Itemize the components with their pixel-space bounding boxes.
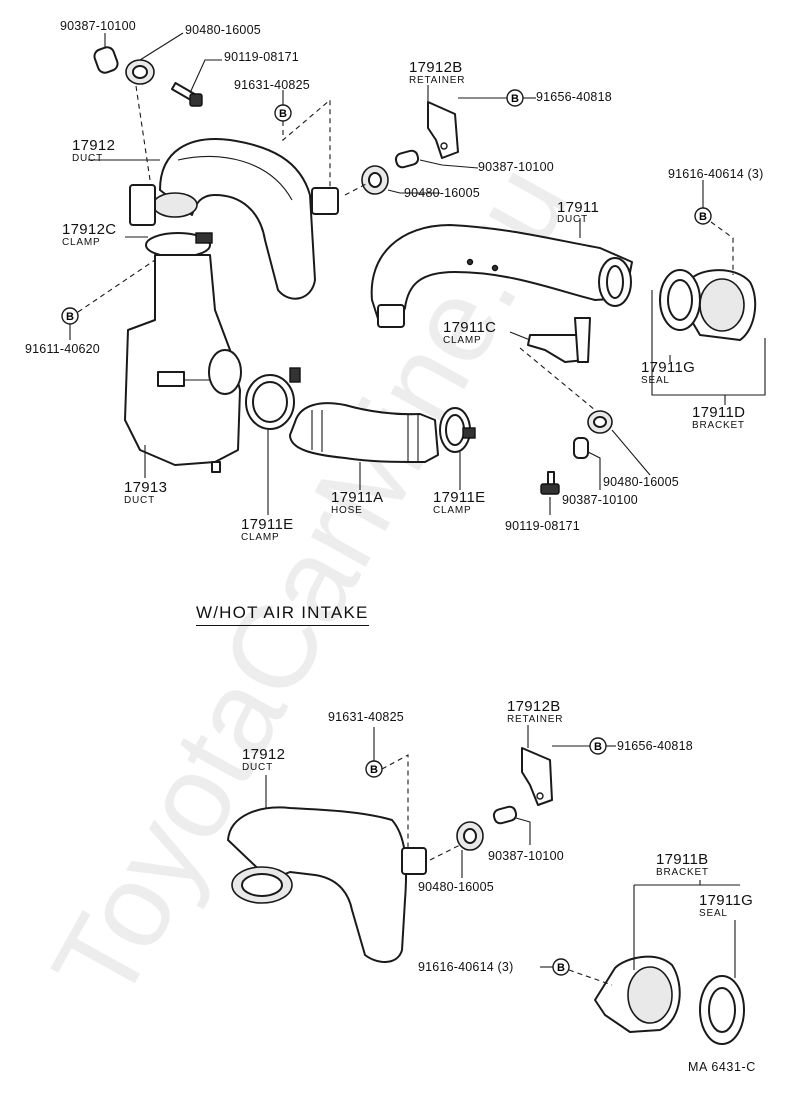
part-name-clamp-17911e-right: CLAMP: [433, 505, 472, 516]
bolt-symbol-91616: B: [694, 207, 712, 225]
bolt-symbol-91616-bottom: B: [552, 958, 570, 976]
grommet-90480-c: [587, 410, 613, 434]
part-number-17911-top: 17911: [557, 199, 600, 216]
part-name-bracket-17911b: BRACKET: [656, 867, 709, 878]
clamp-17911e-right: [439, 407, 476, 453]
part-number-91631-bottom: 91631-40825: [328, 710, 404, 724]
cylinder-90387-a: [93, 46, 119, 74]
part-number-17913: 17913: [124, 479, 168, 496]
section-title-hot-air-intake: W/HOT AIR INTAKE: [196, 603, 369, 626]
retainer-17912b: [427, 101, 459, 159]
part-name-duct-17912-bottom: DUCT: [242, 762, 273, 773]
part-number-90387-top-2: 90387-10100: [478, 160, 554, 174]
part-number-17911c: 17911C: [443, 319, 497, 336]
part-number-90480-bottom: 90480-16005: [418, 880, 494, 894]
part-number-90387-bottom: 90387-10100: [488, 849, 564, 863]
clamp-17911c: [527, 317, 591, 363]
part-number-17912c: 17912C: [62, 221, 117, 238]
duct-17912-bottom: [227, 806, 427, 963]
part-name-clamp-17911e-left: CLAMP: [241, 532, 280, 543]
duct-17913: [124, 254, 242, 473]
part-number-91611: 91611-40620: [25, 342, 100, 356]
part-number-91656-top: 91656-40818: [536, 90, 612, 104]
duct-17911: [370, 224, 633, 328]
part-number-91616-top: 91616-40614 (3): [668, 167, 764, 181]
grommet-90480-b: [361, 165, 389, 195]
bolt-letter: B: [66, 311, 74, 323]
bolt-letter: B: [557, 962, 565, 974]
duct-17912: [152, 138, 339, 300]
part-name-seal-top: SEAL: [641, 375, 670, 386]
retainer-17912b-bottom: [521, 747, 553, 806]
part-number-90480-top-3: 90480-16005: [603, 475, 679, 489]
bolt-letter: B: [511, 93, 519, 105]
part-number-90119-top-2: 90119-08171: [505, 519, 580, 533]
part-number-91631-top: 91631-40825: [234, 78, 310, 92]
part-name-hose-17911a: HOSE: [331, 505, 363, 516]
part-number-91656-bottom: 91656-40818: [617, 739, 693, 753]
part-name-retainer-top: RETAINER: [409, 75, 466, 86]
part-number-90387-top-1: 90387-10100: [60, 19, 136, 33]
part-name-duct-17912-top: DUCT: [72, 153, 103, 164]
part-number-90119-top-1: 90119-08171: [224, 50, 299, 64]
bracket-17911b: [594, 955, 681, 1033]
part-name-duct-17913: DUCT: [124, 495, 155, 506]
part-number-17911d: 17911D: [692, 404, 746, 421]
part-name-seal-bottom: SEAL: [699, 908, 728, 919]
clamp-17911e-left: [245, 367, 301, 430]
hose-17911a: [289, 402, 439, 463]
part-number-17911e-right: 17911E: [433, 489, 486, 506]
part-name-retainer-bottom: RETAINER: [507, 714, 564, 725]
part-number-90387-top-3: 90387-10100: [562, 493, 638, 507]
part-number-17912-top: 17912: [72, 137, 116, 154]
bolt-symbol-91611: B: [61, 307, 79, 325]
bolt-letter: B: [699, 211, 707, 223]
part-number-17911b: 17911B: [656, 851, 709, 868]
part-name-clamp-17912c: CLAMP: [62, 237, 101, 248]
leader-lines-bottom: [265, 725, 740, 986]
part-name-duct-17911: DUCT: [557, 214, 588, 225]
bolt-letter: B: [279, 108, 287, 120]
bolt-letter: B: [594, 741, 602, 753]
part-name-bracket-17911d: BRACKET: [692, 420, 745, 431]
part-name-clamp-17911c: CLAMP: [443, 335, 482, 346]
part-number-17911g-top: 17911G: [641, 359, 696, 376]
part-number-17912b-top: 17912B: [409, 59, 463, 76]
bolt-90119-a: [170, 82, 203, 107]
part-number-90480-top-1: 90480-16005: [185, 23, 261, 37]
bracket-17911d: [689, 269, 757, 341]
part-number-17911a: 17911A: [331, 489, 384, 506]
bolt-symbol-91631: B: [274, 104, 292, 122]
bolt-symbol-91656-bottom: B: [589, 737, 607, 755]
bolt-90119-b: [540, 471, 560, 495]
part-number-17911g-bottom: 17911G: [699, 892, 754, 909]
bolt-letter: B: [370, 764, 378, 776]
bolt-symbol-91631-bottom: B: [365, 760, 383, 778]
part-number-90480-top-2: 90480-16005: [404, 186, 480, 200]
seal-17911g: [659, 269, 701, 331]
part-number-17912b-bottom: 17912B: [507, 698, 561, 715]
grommet-90480-bottom: [456, 821, 484, 851]
cylinder-90387-bottom: [492, 805, 518, 825]
grommet-90480-a: [125, 59, 155, 85]
leader-lines-top: [69, 32, 766, 515]
diagram-reference-code: MA 6431-C: [688, 1060, 756, 1074]
bolt-symbol-91656: B: [506, 89, 524, 107]
clamp-17912c: [129, 184, 213, 258]
cylinder-90387-c: [573, 437, 589, 459]
part-number-17911e-left: 17911E: [241, 516, 294, 533]
cylinder-90387-b: [394, 149, 420, 169]
seal-17911g-bottom: [699, 975, 745, 1045]
part-number-17912-bottom: 17912: [242, 746, 286, 763]
part-number-91616-bottom: 91616-40614 (3): [418, 960, 514, 974]
